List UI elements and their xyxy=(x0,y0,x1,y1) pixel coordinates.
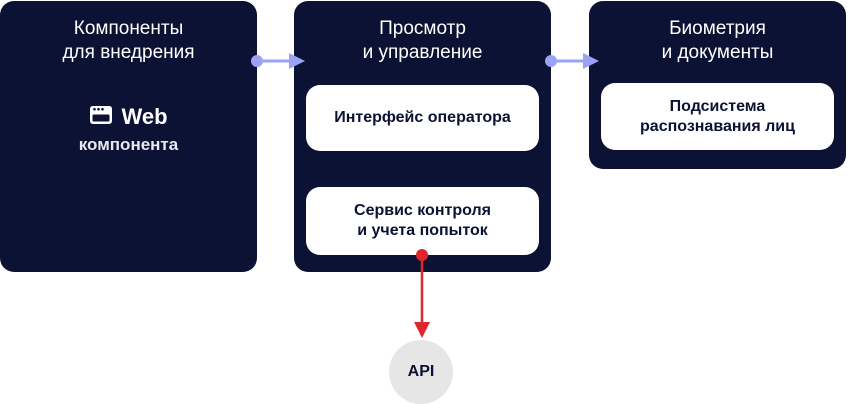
connector-management-to-biometrics xyxy=(545,53,599,69)
biometrics-panel-title: Биометрия и документы xyxy=(661,18,774,63)
web-component-block: Web компонента xyxy=(0,104,257,158)
connector-components-to-management xyxy=(251,53,305,69)
browser-window-icon xyxy=(89,105,113,130)
face-recognition-card: Подсистема распознавания лиц xyxy=(601,83,834,150)
connector-attempts-to-api xyxy=(414,249,430,338)
web-component-title: Web xyxy=(121,104,168,129)
operator-interface-card: Интерфейс оператора xyxy=(306,85,539,151)
web-component-heading: Web xyxy=(0,104,257,130)
components-panel-title: Компоненты для внедрения xyxy=(62,18,195,63)
attempts-control-card: Сервис контроля и учета попыток xyxy=(306,187,539,255)
management-panel-title: Просмотр и управление xyxy=(362,18,483,63)
management-panel: Просмотр и управление Интерфейс оператор… xyxy=(294,1,551,272)
api-label: API xyxy=(407,363,435,380)
api-node: API xyxy=(389,340,453,404)
biometrics-panel: Биометрия и документы Подсистема распозн… xyxy=(589,1,846,169)
components-panel: Компоненты для внедрения Web компонента xyxy=(0,1,257,272)
web-component-subtitle: компонента xyxy=(78,135,179,154)
